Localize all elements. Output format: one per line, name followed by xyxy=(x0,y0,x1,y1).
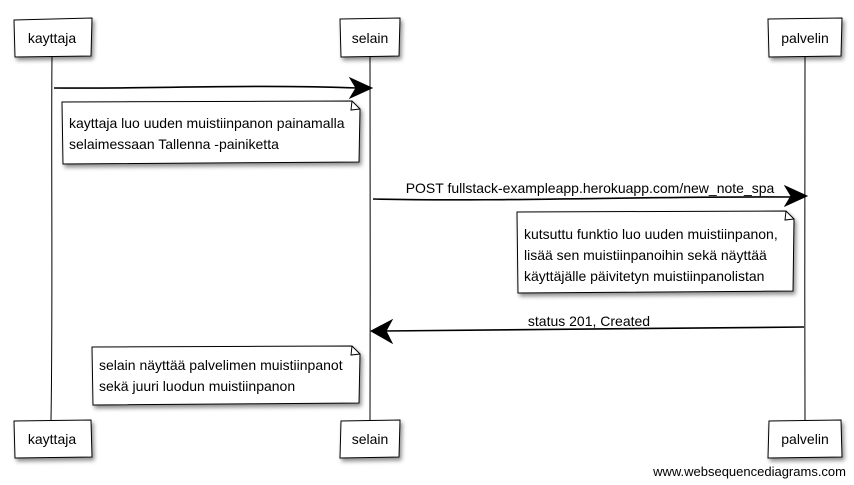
note-2-line-2: lisää sen muistiinpanoihin sekä näyttää xyxy=(524,247,767,263)
note-2-line-3: käyttäjälle päivitetyn muistiinpanolista… xyxy=(524,268,764,284)
lifeline-kayttaja xyxy=(50,55,53,421)
note-1-line-2: selaimessaan Tallenna -painiketta xyxy=(69,136,279,152)
arrowhead-3 xyxy=(369,318,394,345)
participant-label-kayttaja-bottom: kayttaja xyxy=(28,431,76,447)
message-label-2: POST fullstack-exampleapp.herokuapp.com/… xyxy=(406,180,775,196)
participant-label-palvelin-bottom: palvelin xyxy=(781,431,828,447)
participant-kayttaja-top xyxy=(13,17,93,58)
message-arrow-1 xyxy=(53,85,359,89)
message-label-3: status 201, Created xyxy=(528,313,650,329)
note-2 xyxy=(516,210,795,294)
credit-link[interactable]: www.websequencediagrams.com xyxy=(653,464,846,479)
note-3-line-2: sekä juuri luodun muistiinpanon xyxy=(99,378,295,394)
lifeline-palvelin xyxy=(804,55,806,421)
participant-palvelin-bottom xyxy=(767,419,843,459)
arrowhead-2 xyxy=(783,184,809,208)
participant-selain-top xyxy=(339,17,401,58)
participant-label-palvelin-top: palvelin xyxy=(781,30,828,46)
message-arrow-2 xyxy=(372,196,794,201)
participant-kayttaja-bottom xyxy=(13,419,93,459)
participant-selain-bottom xyxy=(339,419,401,459)
note-1-line-1: kayttaja luo uuden muistiinpanon painama… xyxy=(69,115,345,131)
participant-label-kayttaja-top: kayttaja xyxy=(28,30,76,46)
lifeline-selain xyxy=(369,55,371,421)
message-arrow-3 xyxy=(383,326,805,332)
participant-palvelin-top xyxy=(767,17,843,58)
arrowhead-1 xyxy=(348,76,374,100)
note-1 xyxy=(61,100,361,165)
note-3 xyxy=(91,345,361,406)
participant-label-selain-top: selain xyxy=(352,30,389,46)
note-3-line-1: selain näyttää palvelimen muistiinpanot xyxy=(99,357,343,373)
note-2-line-1: kutsuttu funktio luo uuden muistiinpanon… xyxy=(524,226,778,242)
participant-label-selain-bottom: selain xyxy=(352,431,389,447)
